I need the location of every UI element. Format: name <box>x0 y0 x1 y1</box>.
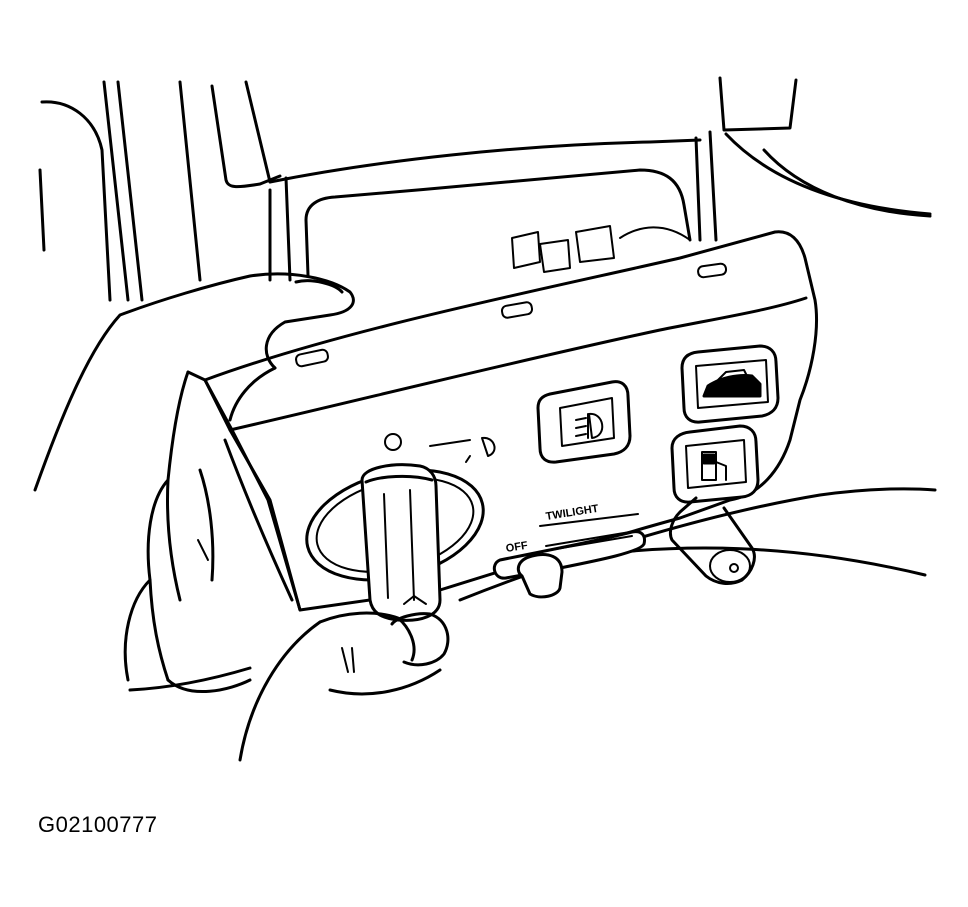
left-hand <box>33 272 355 694</box>
trunk-release-switch <box>680 344 780 424</box>
dimmer-knob <box>668 496 756 585</box>
steering-column <box>128 487 937 762</box>
fuel-door-switch <box>670 424 760 504</box>
right-hand <box>318 611 450 696</box>
fog-lamp-switch <box>536 380 632 464</box>
dashboard-background <box>38 76 932 302</box>
headlamp-rotary-switch <box>305 433 496 622</box>
twilight-slider <box>492 513 646 599</box>
figure-id: G02100777 <box>38 812 158 837</box>
dash-opening <box>304 168 692 277</box>
